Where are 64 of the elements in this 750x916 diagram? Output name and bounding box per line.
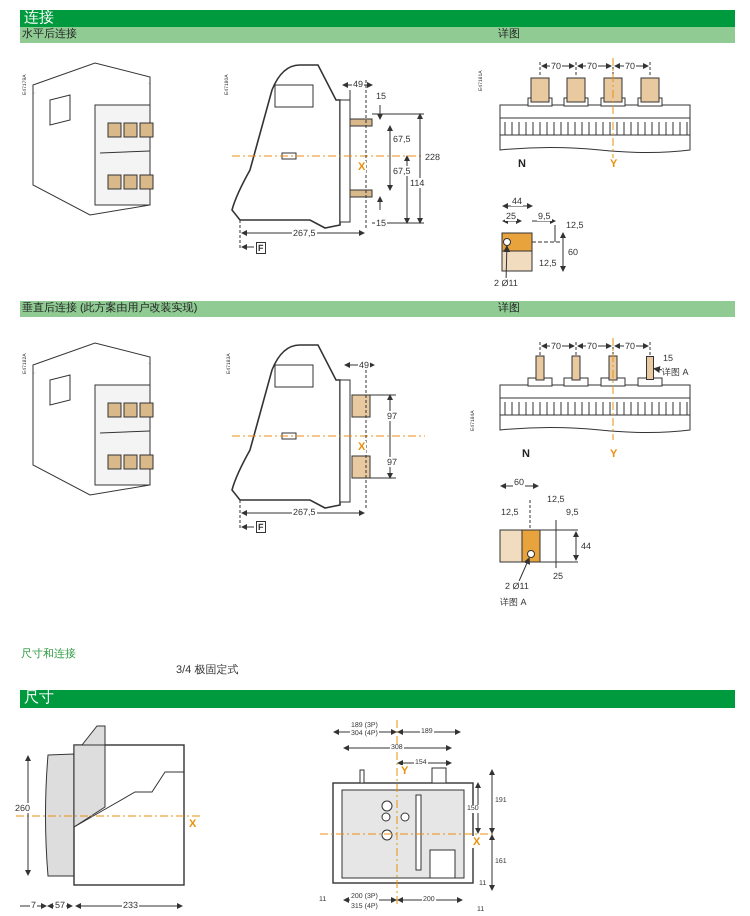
dimension-label: 67,5 [392, 134, 412, 144]
dimension-label: 49 [358, 360, 370, 370]
dimension-label: 15 [375, 218, 388, 228]
dimension-label: 97 [386, 457, 398, 467]
dimension-label: 70 [550, 341, 562, 351]
dimension-label: 228 [424, 152, 442, 162]
leader-line [518, 557, 530, 582]
section-heading: 详图 [498, 302, 520, 314]
dimension-label: 49 [352, 79, 364, 89]
dimension-label: 44 [511, 196, 524, 206]
leader-line [653, 366, 662, 374]
axis-label: N [521, 448, 531, 460]
dimension-label: 267,5 [292, 507, 317, 517]
axis-label: Y [400, 765, 410, 777]
dimension-label: 70 [586, 61, 598, 71]
axis-label: N [517, 158, 527, 170]
dimension-label: 70 [586, 341, 598, 351]
front-marker: F [256, 242, 266, 254]
dimension-label: 12,5 [538, 258, 558, 268]
dimension-label: 114 [409, 178, 426, 188]
section-heading: 详图 [498, 28, 520, 40]
dimension-label: 70 [624, 341, 636, 351]
callout-text: 详图 A [662, 367, 689, 377]
section-subtitle: 尺寸和连接 [20, 648, 77, 660]
dimension-label: 67,5 [392, 166, 412, 176]
callout-text: 2 Ø11 [494, 278, 518, 288]
front-marker: F [256, 521, 266, 533]
section-band [20, 27, 735, 43]
dimension-label: 44 [580, 541, 592, 551]
axis-label: X [188, 818, 198, 830]
dimension-label: 70 [624, 61, 636, 71]
dimension-label: 25 [552, 571, 564, 581]
section-band [20, 301, 735, 317]
axis-label: X [472, 836, 482, 848]
dimension-label: 260 [14, 803, 32, 813]
section-heading: 连接 [24, 10, 54, 26]
dimension-label: 15 [375, 91, 388, 101]
axis-label: X [357, 441, 366, 453]
axis-label: Y [609, 158, 618, 170]
dimension-label: 12,5 [500, 507, 520, 517]
dimension-label: 12,5 [565, 220, 585, 230]
section-heading: 垂直后连接 (此方案由用户改装实现) [22, 302, 198, 314]
dimension-label: 60 [567, 247, 580, 257]
product-subtitle: 3/4 极固定式 [175, 664, 240, 676]
dimension-label: 97 [386, 411, 398, 421]
dimension-label: 25 [505, 211, 518, 221]
callout-text: 2 Ø11 [505, 581, 529, 591]
dimension-label: 233 [122, 900, 140, 910]
section-band [20, 10, 735, 27]
dimension-label: 9,5 [537, 211, 552, 221]
dimension-label: 12,5 [546, 494, 566, 504]
dimension-label: 57 [54, 900, 66, 910]
dimension-label: 7 [30, 900, 38, 910]
terminal-pin [646, 356, 654, 380]
dimension-label: 267,5 [292, 228, 317, 238]
section-band [20, 690, 735, 708]
dimension-label: 70 [550, 61, 562, 71]
section-heading: 尺寸 [24, 690, 54, 706]
axis-label: Y [609, 448, 618, 460]
dimension-label: 9,5 [565, 507, 580, 517]
dimension-label: 15 [662, 353, 674, 363]
axis-label: X [357, 161, 366, 173]
section-heading: 水平后连接 [22, 28, 77, 40]
dimension-label: 60 [513, 477, 526, 487]
